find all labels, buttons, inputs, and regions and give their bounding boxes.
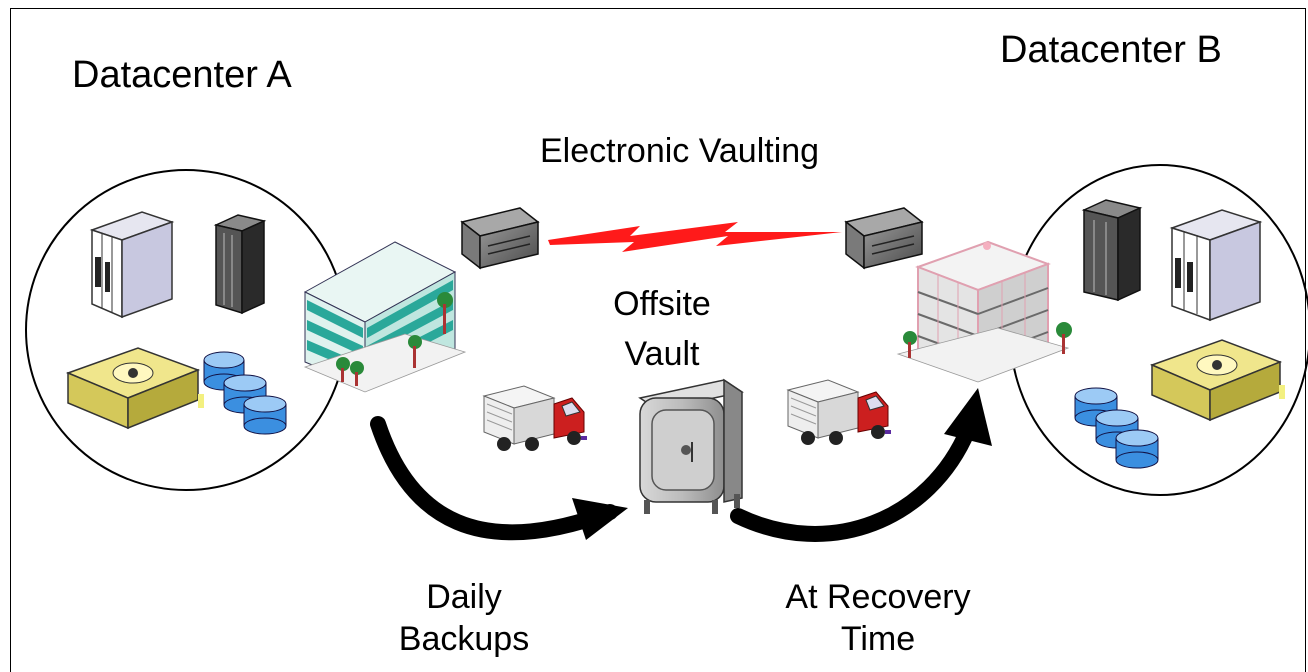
diagram-frame (10, 8, 1306, 672)
electronic-vaulting-label: Electronic Vaulting (540, 132, 820, 170)
delivery-truck-icon (786, 379, 891, 445)
offsite-vault-label-line2: Vault (624, 335, 700, 373)
network-device-icon (844, 207, 924, 270)
server-cabinet-icon (1169, 209, 1263, 322)
tape-library-icon (65, 347, 204, 430)
at-recovery-label-line1: At Recovery (785, 578, 971, 616)
office-building-icon (896, 240, 1072, 383)
network-device-icon (460, 207, 540, 270)
tower-server-icon (1081, 199, 1143, 302)
datacenter-a-label: Datacenter A (72, 54, 292, 96)
office-building-icon (303, 241, 467, 393)
datacenter-b-label: Datacenter B (1000, 29, 1222, 71)
disk-storage-icon (1074, 387, 1159, 469)
at-recovery-label-line2: Time (840, 620, 916, 658)
server-cabinet-icon (89, 211, 175, 319)
datacenter-b-circle (1009, 164, 1308, 496)
tower-server-icon (213, 214, 267, 315)
daily-backups-label-line2: Backups (398, 620, 530, 658)
daily-backups-label-line1: Daily (426, 578, 502, 616)
offsite-vault-label-line1: Offsite (613, 285, 711, 323)
vault-safe-icon (638, 378, 744, 514)
delivery-truck-icon (482, 385, 587, 451)
daily-backups-arrow (370, 416, 618, 541)
recovery-arrowhead (944, 388, 992, 446)
lightning-bolt-icon (548, 222, 842, 252)
recovery-arrow (730, 422, 976, 542)
tape-library-icon (1149, 339, 1285, 422)
datacenter-a-circle (25, 169, 347, 491)
daily-backups-arrowhead (572, 498, 628, 540)
disk-storage-icon (203, 351, 287, 435)
